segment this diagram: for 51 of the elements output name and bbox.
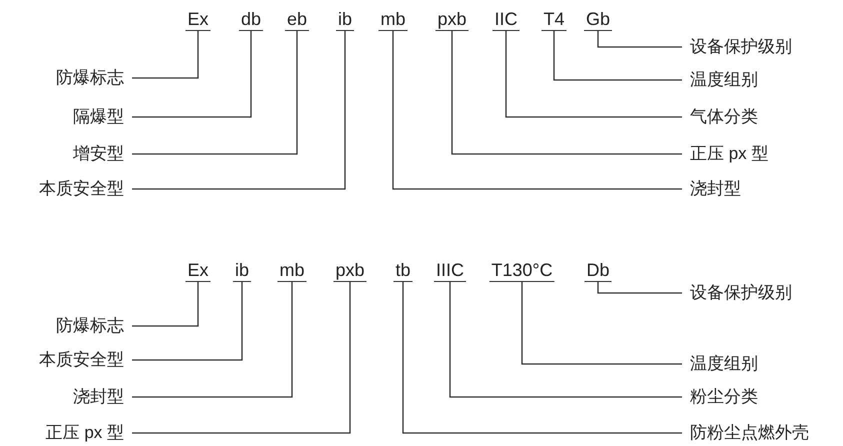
- label-text: 温度组别: [690, 69, 758, 91]
- leader-line: [132, 282, 293, 398]
- leader-line: [553, 31, 682, 81]
- leader-line: [449, 282, 682, 398]
- code-label: IIIC: [434, 259, 466, 282]
- label-text: 防粉尘点燃外壳: [690, 422, 809, 444]
- code-label: pxb: [333, 259, 367, 282]
- code-label: T130°C: [489, 259, 555, 282]
- leader-line: [521, 282, 682, 365]
- leader-line: [132, 31, 252, 118]
- label-text: 防爆标志: [56, 67, 124, 89]
- leader-line: [132, 282, 243, 361]
- code-label: Db: [584, 259, 612, 282]
- label-text: 设备保护级别: [690, 282, 792, 304]
- label-text: 防爆标志: [56, 315, 124, 337]
- code-label: Ex: [186, 259, 210, 282]
- label-text: 正压 px 型: [46, 422, 124, 444]
- label-text: 增安型: [73, 143, 124, 165]
- code-label: ib: [233, 259, 251, 282]
- label-text: 正压 px 型: [690, 143, 768, 165]
- label-text: 温度组别: [690, 353, 758, 375]
- code-label: mb: [278, 259, 306, 282]
- label-text: 气体分类: [690, 106, 758, 128]
- code-label: IIC: [492, 8, 520, 31]
- leader-line: [132, 282, 199, 327]
- label-text: 粉尘分类: [690, 386, 758, 408]
- code-label: db: [238, 8, 264, 31]
- leader-line: [132, 31, 298, 155]
- code-label: tb: [394, 259, 412, 282]
- code-label: pxb: [435, 8, 469, 31]
- code-label: eb: [284, 8, 310, 31]
- code-label: ib: [336, 8, 354, 31]
- leader-line: [132, 31, 199, 79]
- leader-line: [597, 282, 682, 294]
- label-text: 浇封型: [690, 178, 741, 200]
- leader-line: [451, 31, 682, 155]
- label-text: 浇封型: [73, 386, 124, 408]
- leader-line: [505, 31, 682, 118]
- label-text: 设备保护级别: [690, 36, 792, 58]
- leader-line: [597, 31, 682, 48]
- code-label: mb: [378, 8, 408, 31]
- label-text: 本质安全型: [39, 178, 124, 200]
- code-label: T4: [542, 8, 566, 31]
- label-text: 隔爆型: [73, 106, 124, 128]
- leader-line: [132, 282, 351, 434]
- leader-line: [132, 31, 346, 190]
- code-label: Gb: [584, 8, 612, 31]
- code-label: Ex: [186, 8, 210, 31]
- leader-line: [402, 282, 682, 434]
- leader-line: [392, 31, 682, 190]
- label-text: 本质安全型: [39, 349, 124, 371]
